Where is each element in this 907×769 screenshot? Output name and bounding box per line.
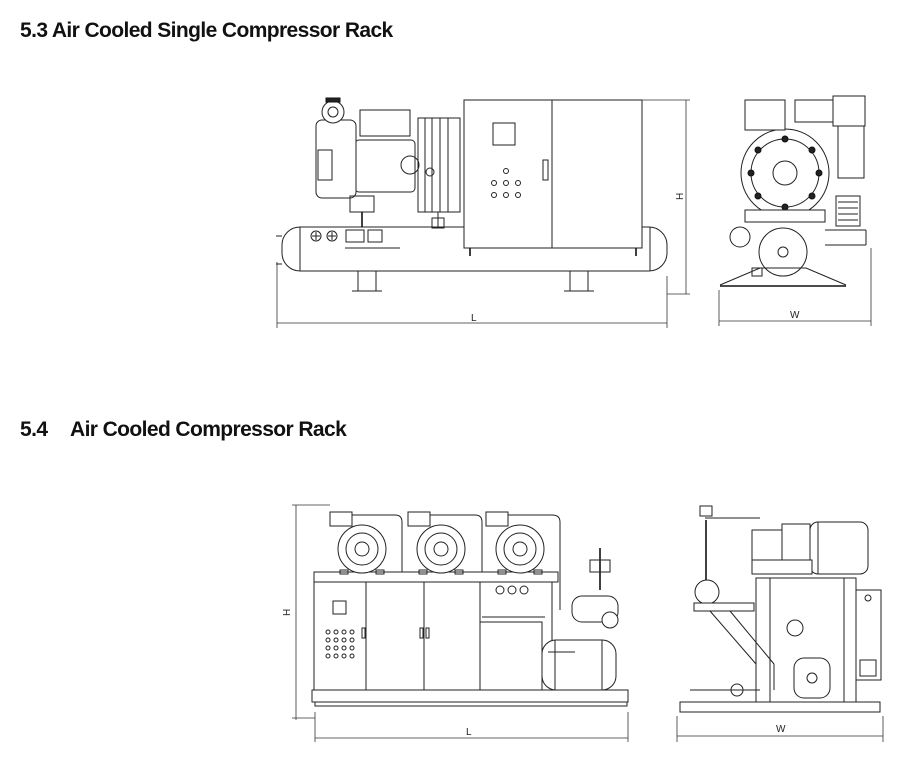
section-5-4-number: 5.4 xyxy=(20,418,48,441)
multi-rack-front-view xyxy=(292,504,629,742)
section-5-4-label: Air Cooled Compressor Rack xyxy=(70,418,347,441)
multi-rack-height-label: H xyxy=(282,609,293,616)
section-5-4-title: 5.4 Air Cooled Compressor Rack xyxy=(20,418,347,442)
single-rack-front-view xyxy=(276,97,690,328)
single-rack-length-label: L xyxy=(471,313,477,324)
multi-rack-length-label: L xyxy=(466,727,472,738)
single-rack-height-label: H xyxy=(675,193,686,200)
multi-rack-width-label: W xyxy=(776,724,786,735)
section-5-3-title: 5.3 Air Cooled Single Compressor Rack xyxy=(20,19,393,42)
multi-rack-side-view xyxy=(676,505,884,742)
single-rack-side-view xyxy=(718,95,872,326)
single-rack-width-label: W xyxy=(790,310,800,321)
